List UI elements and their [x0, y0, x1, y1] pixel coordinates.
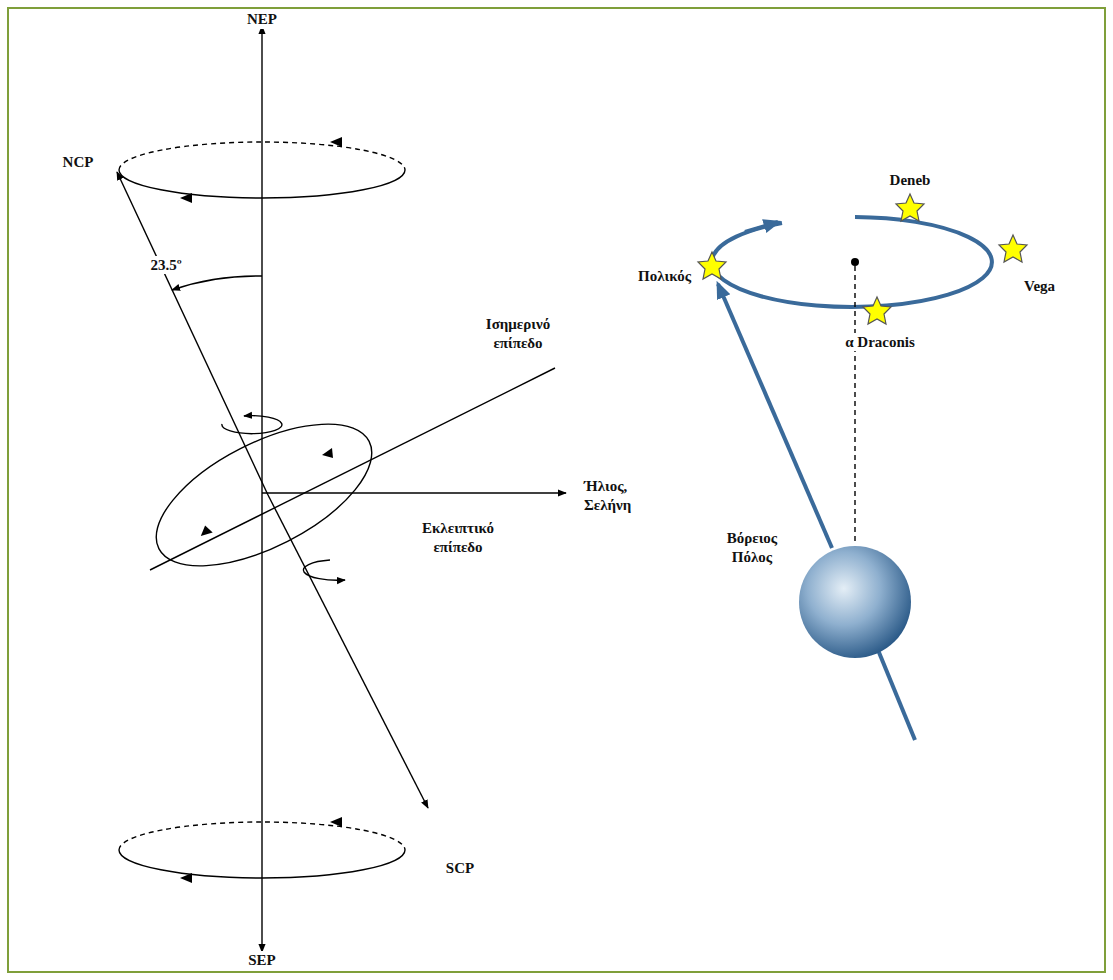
direction-arrows	[180, 137, 342, 883]
frame	[8, 8, 1105, 972]
diagram-label: Πολικός	[636, 267, 693, 286]
left-figure	[117, 26, 566, 952]
diagram-label: NCP	[61, 153, 96, 172]
diagram-label: Vega	[1022, 277, 1057, 296]
diagram-label: SEP	[246, 951, 278, 970]
diagram-label: Ήλιος, Σελήνη	[582, 477, 666, 515]
diagram-label: 23.5º	[148, 256, 183, 275]
diagram-label: α Draconis	[843, 333, 917, 352]
diagram-label: SCP	[444, 859, 476, 878]
diagram-label: Deneb	[888, 171, 933, 190]
diagram-label: Βόρειος Πόλος	[710, 529, 794, 567]
diagram-label: Εκλειπτικό επίπεδο	[408, 519, 508, 557]
right-figure	[712, 217, 992, 740]
diagram-label: NEP	[245, 10, 279, 29]
diagram-label: Ισημερινό επίπεδο	[468, 315, 568, 353]
star-symbols	[698, 194, 1027, 324]
